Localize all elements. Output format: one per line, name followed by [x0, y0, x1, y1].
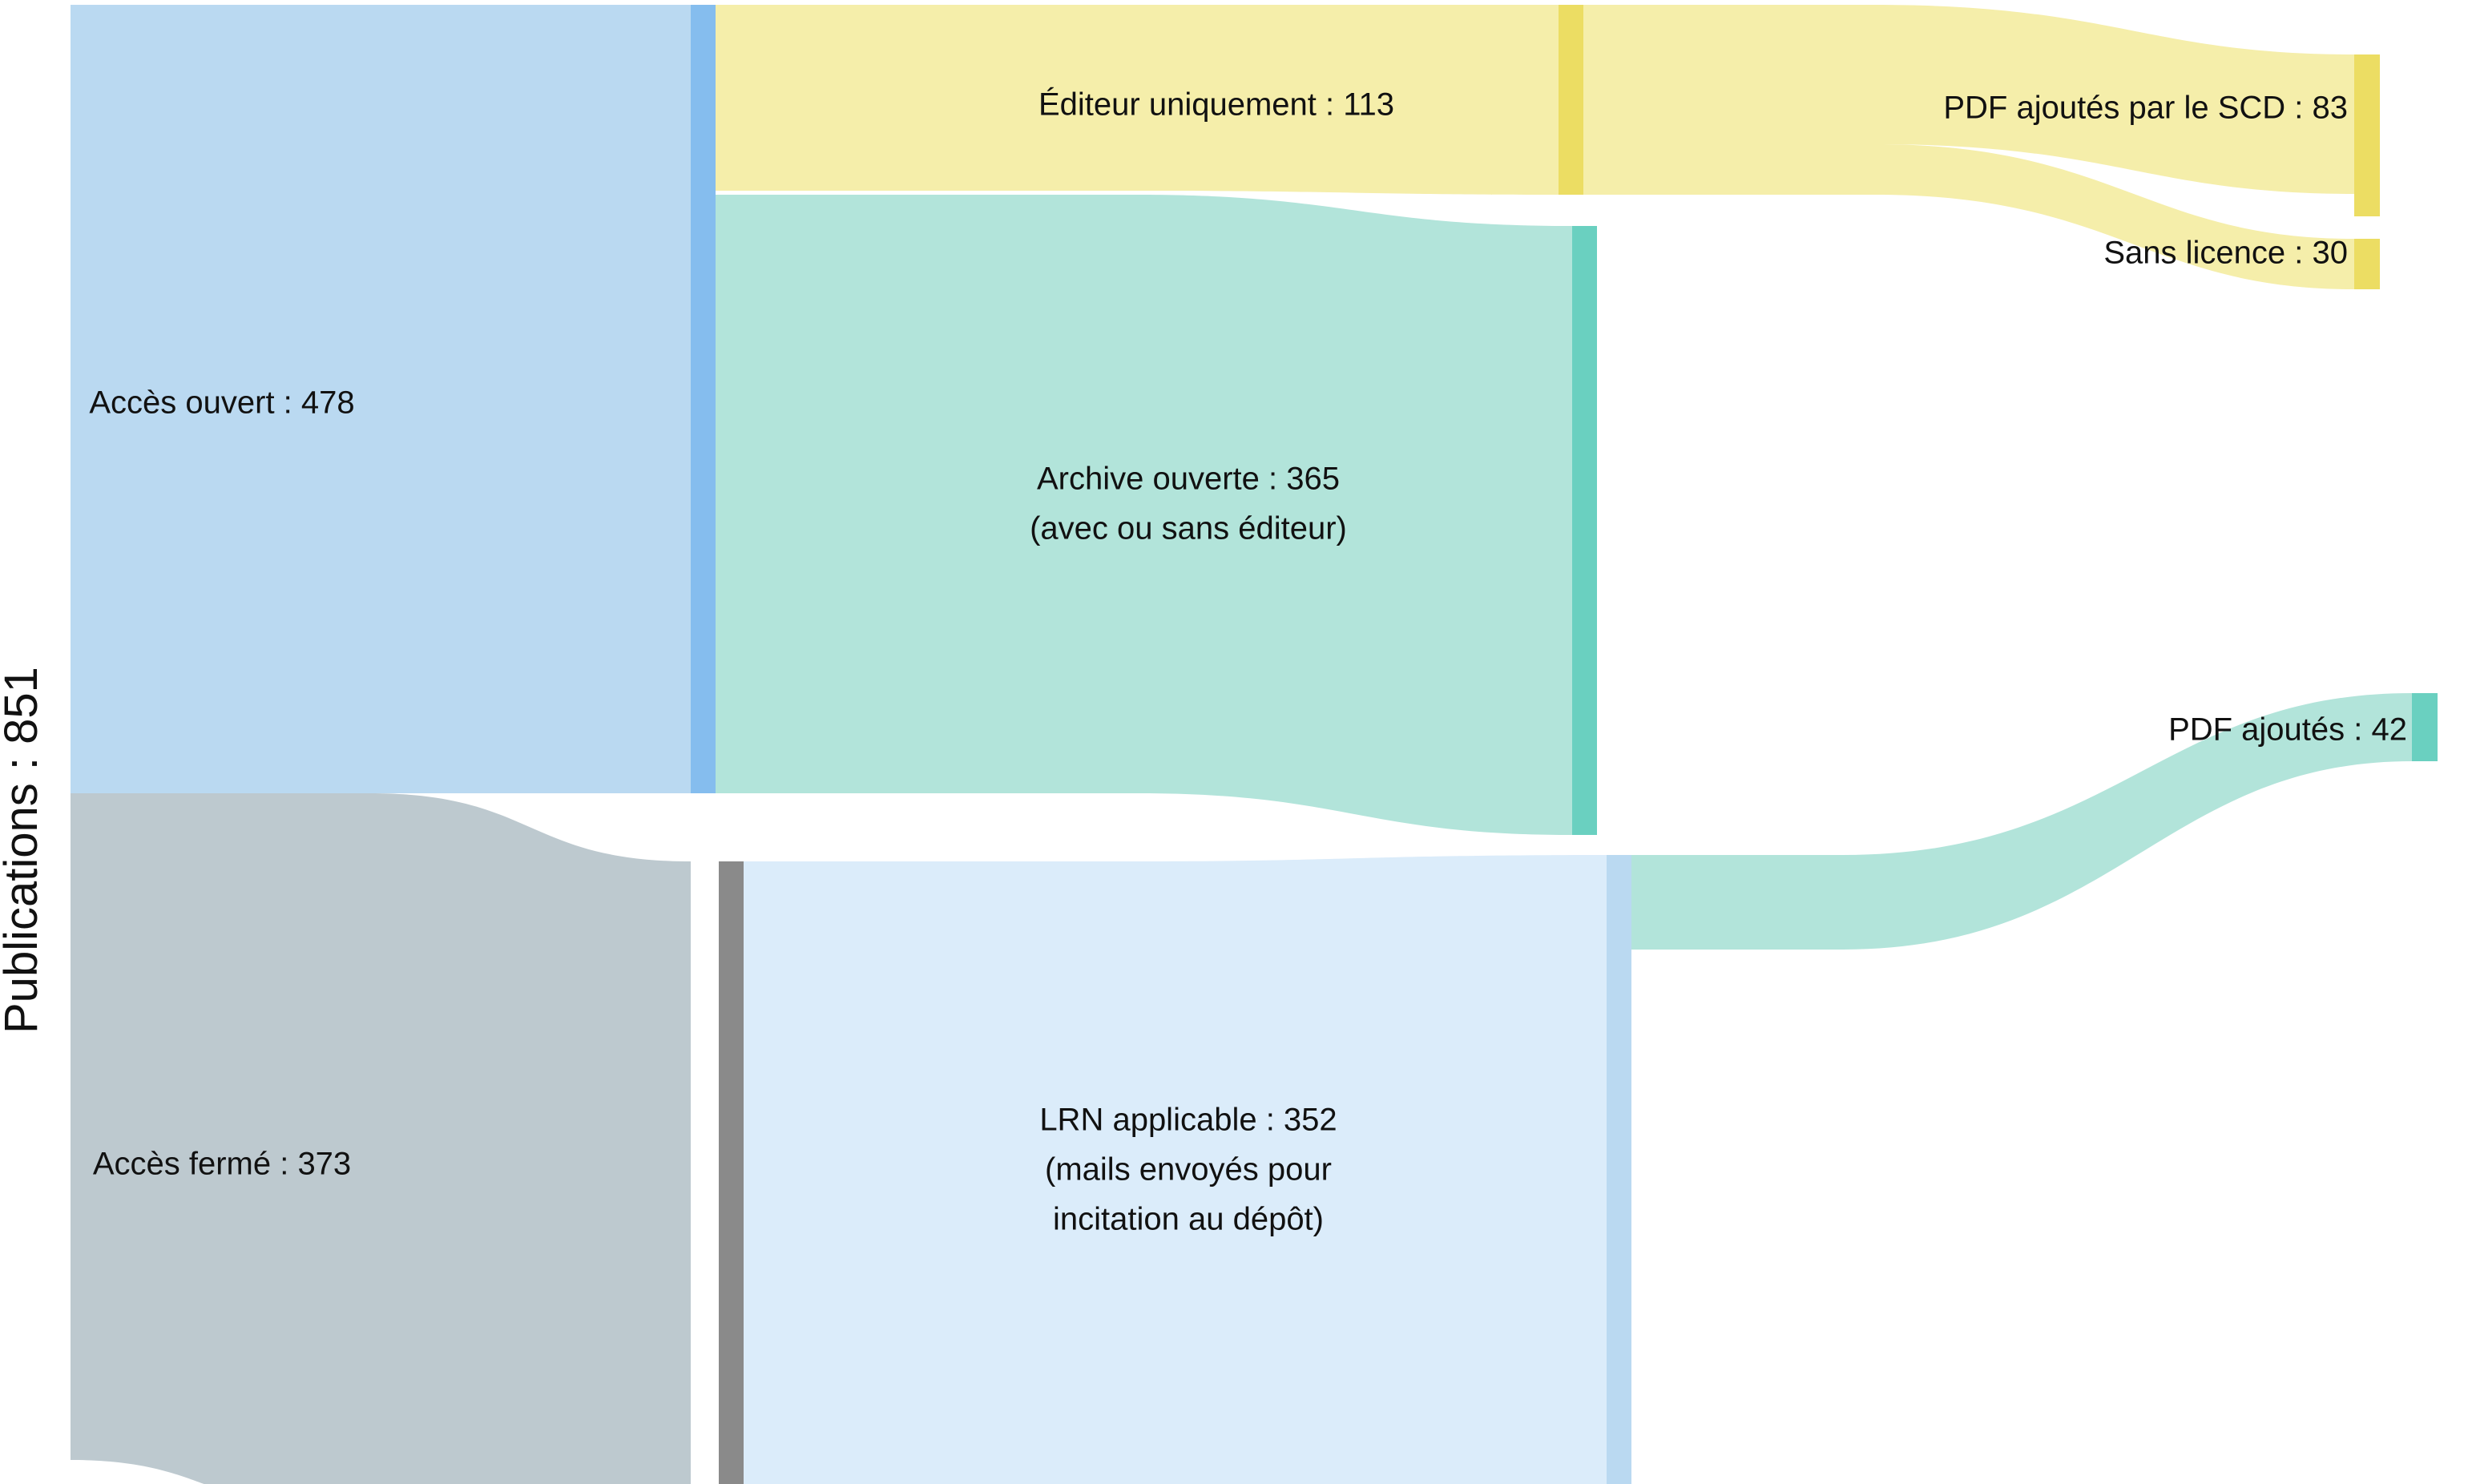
label-sans-licence: Sans licence : 30: [2103, 236, 2348, 271]
flow-acces-ouvert-to-archive: [716, 195, 1572, 835]
label-archive-ouverte-line2: (avec ou sans éditeur): [1030, 511, 1347, 546]
node-bar-lrn-applicable[interactable]: [1607, 855, 1631, 1484]
label-acces-ouvert: Accès ouvert : 478: [89, 385, 354, 421]
node-bar-acces-ouvert[interactable]: [691, 5, 716, 793]
flow-publications-to-acces-ferme: [71, 793, 691, 1484]
node-bar-pdf-scd[interactable]: [2354, 54, 2380, 216]
node-bar-archive-ouverte[interactable]: [1572, 226, 1597, 835]
node-bar-acces-ferme[interactable]: [719, 861, 744, 1484]
label-lrn-line1: LRN applicable : 352: [1039, 1103, 1337, 1138]
flow-publications-to-acces-ouvert: [71, 5, 691, 793]
flow-editeur-to-sans-licence: [1583, 144, 2354, 289]
label-editeur-uniquement: Éditeur uniquement : 113: [1038, 87, 1394, 123]
label-lrn-line2: (mails envoyés pour: [1045, 1152, 1332, 1188]
flow-lrn-to-pdf-ajoutes: [1631, 693, 2412, 950]
flow-acces-ouvert-to-editeur: [716, 5, 1559, 195]
root-label-publications: Publications : 851: [0, 667, 47, 1034]
label-lrn-line3: incitation au dépôt): [1053, 1202, 1324, 1237]
label-archive-ouverte-line1: Archive ouverte : 365: [1037, 462, 1340, 497]
flow-editeur-to-pdf-scd: [1583, 5, 2354, 194]
label-acces-ferme: Accès fermé : 373: [93, 1147, 351, 1182]
node-bar-editeur-uniquement[interactable]: [1559, 5, 1583, 195]
flow-acces-ferme-to-lrn: [744, 855, 1607, 1484]
node-bar-pdf-ajoutes[interactable]: [2412, 693, 2438, 761]
label-pdf-ajoutes: PDF ajoutés : 42: [2168, 712, 2407, 748]
label-pdf-scd: PDF ajoutés par le SCD : 83: [1943, 91, 2348, 126]
node-bar-sans-licence[interactable]: [2354, 239, 2380, 289]
